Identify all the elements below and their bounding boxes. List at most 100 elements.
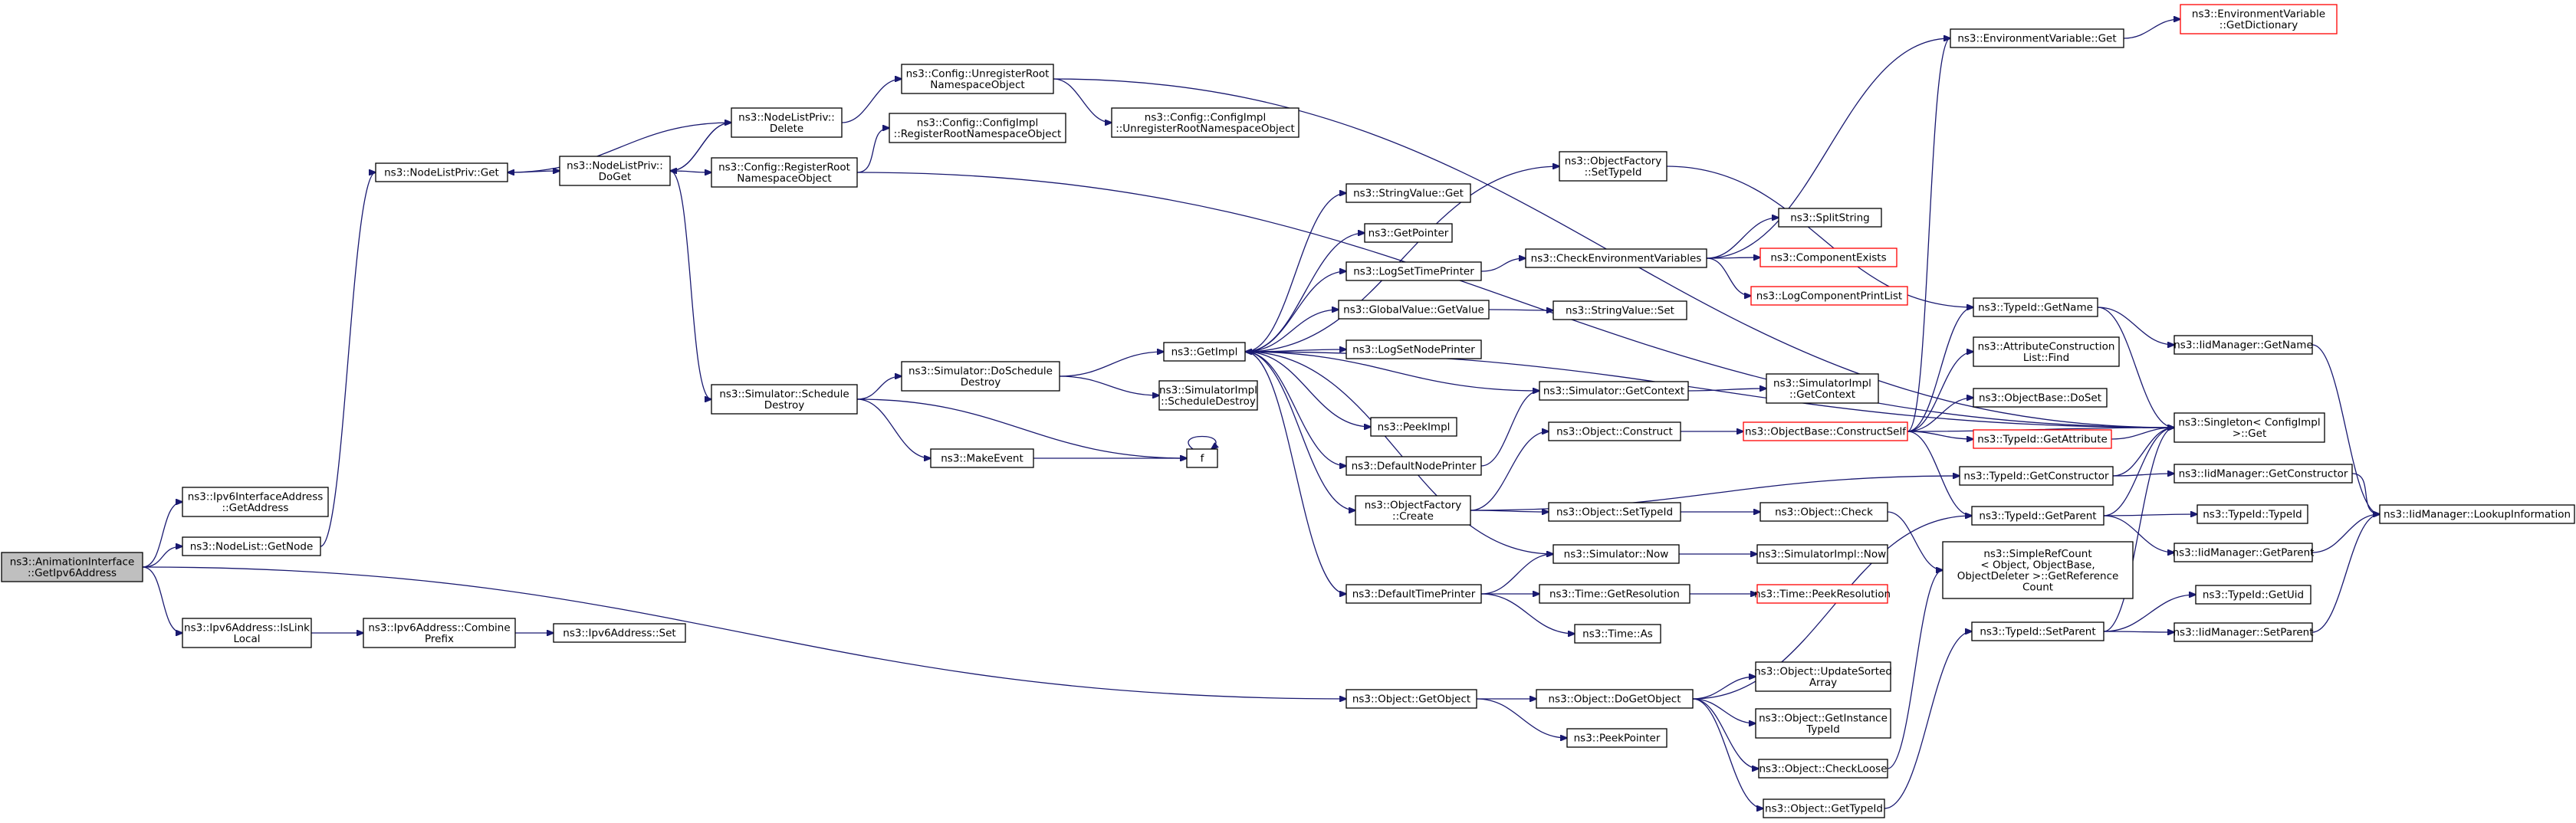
node-box	[1346, 584, 1482, 604]
node-deftimeprinter[interactable]: ns3::DefaultTimePrinter	[1346, 584, 1482, 604]
node-simschedd[interactable]: ns3::Simulator::ScheduleDestroy	[711, 384, 858, 415]
edge-iidgetctor-to-iidlookup	[2351, 473, 2380, 514]
node-cfgreg[interactable]: ns3::Config::RegisterRootNamespaceObject	[711, 157, 858, 188]
node-layer: ns3::AnimationInterface::GetIpv6Addressn…	[1, 4, 2575, 818]
node-label: ns3::Object::SetTypeId	[1556, 507, 1673, 519]
node-splitstring[interactable]: ns3::SplitString	[1778, 208, 1882, 228]
node-label: >::Get	[2233, 428, 2266, 440]
node-box	[1364, 223, 1453, 243]
node-nlpdelete[interactable]: ns3::NodeListPriv::Delete	[731, 107, 843, 138]
edge-root-to-ipv6ifaddr	[142, 502, 182, 568]
node-label: ns3::Object::GetInstance	[1759, 712, 1888, 724]
node-objgetobject[interactable]: ns3::Object::GetObject	[1346, 689, 1477, 709]
node-stringvalueget[interactable]: ns3::StringValue::Get	[1346, 183, 1471, 203]
node-label: ::GetAddress	[222, 502, 289, 514]
node-simimplschedd[interactable]: ns3::SimulatorImpl::ScheduleDestroy	[1158, 380, 1258, 411]
node-typeidsetparent[interactable]: ns3::TypeId::SetParent	[1971, 621, 2104, 641]
node-simplerefcount[interactable]: ns3::SimpleRefCount< Object, ObjectBase,…	[1942, 541, 2134, 599]
edge-typeidgetparent-to-typeidtypeid	[2103, 514, 2197, 516]
node-defnodeprinter[interactable]: ns3::DefaultNodePrinter	[1346, 456, 1482, 476]
node-peekimpl[interactable]: ns3::PeekImpl	[1370, 417, 1457, 437]
node-getimpl[interactable]: ns3::GetImpl	[1163, 342, 1246, 362]
node-objsettypeid[interactable]: ns3::Object::SetTypeId	[1548, 502, 1681, 522]
node-iidgetctor[interactable]: ns3::IidManager::GetConstructor	[2174, 464, 2353, 484]
node-timeas[interactable]: ns3::Time::As	[1574, 624, 1661, 644]
node-label: ::GetDictionary	[2220, 19, 2298, 31]
node-ipv6set[interactable]: ns3::Ipv6Address::Set	[553, 623, 686, 643]
node-label: ns3::TypeId::GetConstructor	[1963, 471, 2109, 483]
node-simimplnow[interactable]: ns3::SimulatorImpl::Now	[1756, 544, 1888, 564]
node-typeidgetattr[interactable]: ns3::TypeId::GetAttribute	[1973, 429, 2112, 449]
node-simnow[interactable]: ns3::Simulator::Now	[1552, 544, 1680, 564]
node-makeevent[interactable]: ns3::MakeEvent	[930, 448, 1034, 468]
node-typeidtypeid[interactable]: ns3::TypeId::TypeId	[2196, 504, 2308, 524]
node-typeidgetparent[interactable]: ns3::TypeId::GetParent	[1971, 506, 2104, 526]
node-logsettime[interactable]: ns3::LogSetTimePrinter	[1346, 261, 1482, 281]
node-f[interactable]: f	[1186, 448, 1218, 468]
node-objconstruct[interactable]: ns3::Object::Construct	[1548, 421, 1681, 441]
node-cfgimplunreg[interactable]: ns3::Config::ConfigImpl::UnregisterRootN…	[1111, 107, 1300, 138]
node-label: ns3::Singleton< ConfigImpl	[2178, 416, 2320, 428]
node-label: ns3::Config::RegisterRoot	[718, 161, 850, 173]
node-label: ns3::Time::PeekResolution	[1754, 589, 1891, 601]
node-envgetdict[interactable]: ns3::EnvironmentVariable::GetDictionary	[2180, 4, 2338, 34]
node-objfactcreate[interactable]: ns3::ObjectFactory::Create	[1355, 495, 1471, 526]
node-simimplgetctx[interactable]: ns3::SimulatorImpl::GetContext	[1766, 373, 1879, 404]
node-box	[1574, 624, 1661, 644]
node-label: ns3::TypeId::GetUid	[2203, 589, 2304, 602]
node-objbasedoset[interactable]: ns3::ObjectBase::DoSet	[1973, 388, 2108, 408]
node-box	[731, 107, 843, 138]
node-cfgimplreg[interactable]: ns3::Config::ConfigImpl::RegisterRootNam…	[889, 113, 1066, 143]
node-objbaseconstruct[interactable]: ns3::ObjectBase::ConstructSelf	[1743, 421, 1908, 441]
node-typeidgetuid[interactable]: ns3::TypeId::GetUid	[2195, 585, 2312, 605]
node-envget[interactable]: ns3::EnvironmentVariable::Get	[1950, 28, 2124, 48]
node-objdogetobject[interactable]: ns3::Object::DoGetObject	[1536, 689, 1694, 709]
node-objgettypeid[interactable]: ns3::Object::GetTypeId	[1763, 798, 1885, 818]
node-compexists[interactable]: ns3::ComponentExists	[1760, 248, 1898, 267]
edge-cfgunreg-to-cfgimplunreg	[1053, 78, 1112, 123]
node-stringvalueset[interactable]: ns3::StringValue::Set	[1552, 300, 1687, 320]
node-logsetnode[interactable]: ns3::LogSetNodePrinter	[1346, 339, 1482, 359]
node-cfgunreg[interactable]: ns3::Config::UnregisterRootNamespaceObje…	[901, 64, 1054, 94]
node-peekpointer[interactable]: ns3::PeekPointer	[1566, 728, 1668, 748]
node-nlpget[interactable]: ns3::NodeListPriv::Get	[375, 162, 508, 182]
node-label: ns3::NodeListPriv::	[567, 159, 663, 172]
node-objcheck[interactable]: ns3::Object::Check	[1760, 502, 1888, 522]
node-objcheckloose[interactable]: ns3::Object::CheckLoose	[1758, 759, 1888, 779]
node-box	[930, 448, 1034, 468]
node-logcomplist[interactable]: ns3::LogComponentPrintList	[1750, 286, 1908, 306]
node-simgetctx[interactable]: ns3::Simulator::GetContext	[1539, 381, 1689, 401]
node-nlpdoget[interactable]: ns3::NodeListPriv::DoGet	[559, 156, 671, 186]
node-box	[1778, 208, 1882, 228]
edge-root-to-nodelist_getnode	[142, 546, 182, 568]
node-box	[363, 618, 516, 648]
node-iidgetparent[interactable]: ns3::IidManager::GetParent	[2173, 543, 2315, 562]
node-label: ns3::SimulatorImpl::Now	[1759, 549, 1886, 561]
node-label: ns3::GetImpl	[1171, 346, 1238, 359]
node-iidgetname[interactable]: ns3::IidManager::GetName	[2174, 335, 2313, 355]
node-typeidgetname[interactable]: ns3::TypeId::GetName	[1973, 297, 2098, 317]
node-iidlookup[interactable]: ns3::IidManager::LookupInformation	[2379, 504, 2575, 524]
edge-objfactsettype-to-typeidgetname	[1666, 166, 1973, 307]
node-singletonget[interactable]: ns3::Singleton< ConfigImpl>::Get	[2174, 412, 2325, 443]
node-timepeekres[interactable]: ns3::Time::PeekResolution	[1754, 584, 1891, 604]
edge-checkenv-to-envget	[1706, 38, 1950, 259]
node-ipv6ifaddr[interactable]: ns3::Ipv6InterfaceAddress::GetAddress	[182, 487, 329, 517]
node-getpointer[interactable]: ns3::GetPointer	[1364, 223, 1453, 243]
node-root[interactable]: ns3::AnimationInterface::GetIpv6Address	[1, 552, 143, 582]
node-timegetres[interactable]: ns3::Time::GetResolution	[1539, 584, 1691, 604]
node-checkenv[interactable]: ns3::CheckEnvironmentVariables	[1525, 248, 1707, 268]
node-globalvalueget[interactable]: ns3::GlobalValue::GetValue	[1338, 300, 1490, 320]
node-nodelist_getnode[interactable]: ns3::NodeList::GetNode	[182, 536, 321, 556]
node-box	[2174, 543, 2313, 562]
node-box	[553, 623, 686, 643]
node-objfactsettype[interactable]: ns3::ObjectFactory::SetTypeId	[1559, 151, 1668, 182]
node-iidsetparent[interactable]: ns3::IidManager::SetParent	[2174, 622, 2314, 642]
node-typeidgetctor[interactable]: ns3::TypeId::GetConstructor	[1959, 466, 2114, 486]
